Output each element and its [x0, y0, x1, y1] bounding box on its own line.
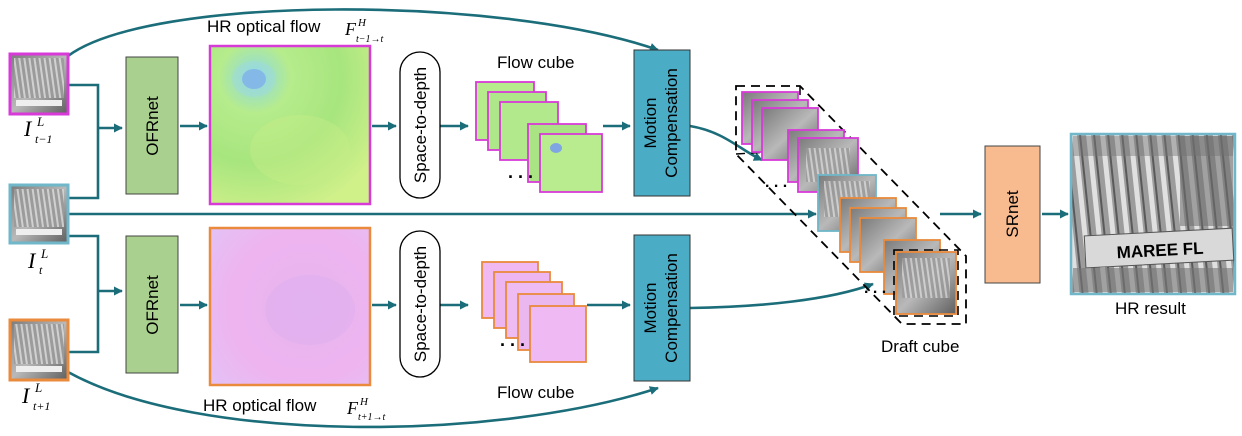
join-line-bottom — [68, 234, 100, 354]
svg-text:SRnet: SRnet — [1003, 190, 1022, 238]
svg-text:H: H — [357, 17, 367, 29]
svg-text:Compensation: Compensation — [662, 68, 681, 178]
connections — [67, 8, 1069, 429]
svg-text:I: I — [21, 383, 31, 408]
svg-text:L: L — [34, 380, 42, 395]
ofrnet-box-bottom: OFRnet — [125, 235, 179, 374]
draft-cube-label: Draft cube — [881, 337, 959, 356]
svg-text:Space-to-depth: Space-to-depth — [411, 246, 430, 362]
input-frame-next — [8, 318, 70, 382]
svg-text:Compensation: Compensation — [662, 253, 681, 363]
hr-result-label: HR result — [1115, 299, 1186, 318]
label-input-next: I L t+1 — [21, 380, 50, 413]
svg-text:HR optical flow: HR optical flow — [207, 17, 321, 36]
motion-compensation-top: Motion Compensation — [633, 49, 691, 197]
join-line-top — [68, 83, 100, 200]
title-hr-flow-bottom: HR optical flow F H t+1→t — [203, 396, 386, 423]
svg-text:I: I — [27, 248, 37, 273]
ellipsis-dots: . . . — [500, 330, 525, 350]
motion-compensation-bottom: Motion Compensation — [633, 234, 691, 382]
arrow-motion-top-to-draft — [689, 124, 763, 162]
svg-text:H: H — [359, 396, 369, 408]
draft-cube: . . . . . . — [735, 85, 967, 325]
hr-flow-image-top — [208, 44, 372, 206]
svg-text:F: F — [346, 398, 359, 418]
svg-text:F: F — [344, 19, 357, 39]
srnet-box: SRnet — [984, 145, 1041, 284]
hr-flow-image-bottom — [208, 226, 372, 387]
svg-text:t+1→t: t+1→t — [358, 412, 386, 423]
input-frame-curr — [8, 183, 70, 245]
hr-result-image: MAREE FL — [1069, 132, 1237, 296]
label-input-curr: I L t — [27, 246, 48, 277]
flow-cube-top: . . . — [475, 81, 603, 193]
svg-text:t−1→t: t−1→t — [356, 34, 384, 45]
flow-cube-label-top: Flow cube — [497, 53, 574, 72]
svg-text:Space-to-depth: Space-to-depth — [411, 67, 430, 183]
input-frame-prev — [8, 52, 70, 116]
space-to-depth-top: Space-to-depth — [399, 51, 441, 199]
svg-text:Motion: Motion — [641, 97, 660, 148]
skip-arrow-next-to-motion-bottom — [67, 370, 659, 429]
svg-text:L: L — [36, 114, 44, 129]
arrow-motion-bottom-to-draft — [689, 282, 874, 310]
svg-text:t+1: t+1 — [33, 399, 50, 413]
title-hr-flow-top: HR optical flow F H t−1→t — [207, 17, 384, 45]
svg-text:OFRnet: OFRnet — [143, 96, 162, 156]
label-input-prev: I L t−1 — [23, 114, 52, 146]
ofrnet-box-top: OFRnet — [125, 56, 179, 195]
space-to-depth-bottom: Space-to-depth — [399, 230, 441, 378]
svg-text:L: L — [40, 246, 48, 261]
svg-text:HR optical flow: HR optical flow — [203, 396, 317, 415]
ellipsis-dots: . . . — [765, 174, 787, 191]
flow-cube-label-bottom: Flow cube — [497, 383, 574, 402]
svg-text:t: t — [39, 263, 43, 277]
ellipsis-dots: . . . — [508, 162, 533, 182]
svg-text:Motion: Motion — [641, 282, 660, 333]
ellipsis-dots: . . . — [864, 280, 886, 297]
skip-arrow-prev-to-motion-top — [67, 8, 659, 58]
svg-text:OFRnet: OFRnet — [143, 275, 162, 335]
svg-text:t−1: t−1 — [35, 132, 52, 146]
svg-text:I: I — [23, 116, 33, 141]
flow-cube-bottom: . . . — [481, 261, 587, 363]
hr-result-sign: MAREE FL — [1116, 239, 1204, 263]
